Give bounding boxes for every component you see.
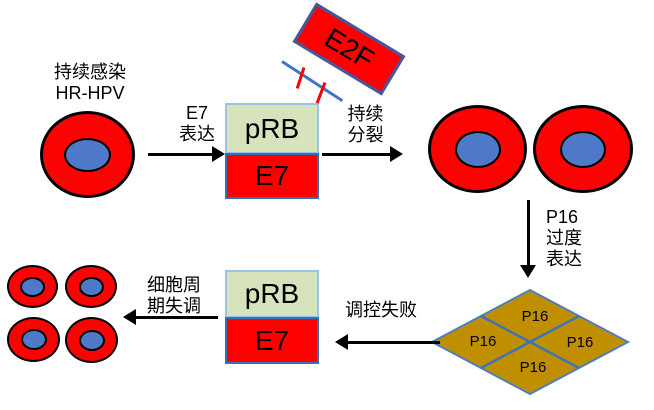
cell-nucleus-icon — [78, 276, 104, 297]
p16-overexpression-label: P16 过度 表达 — [546, 207, 606, 270]
arrow-shaft — [148, 153, 214, 156]
e7-box: E7 — [225, 153, 319, 199]
cell-nucleus-icon — [20, 276, 45, 297]
e7-expression-line2: 表达 — [179, 124, 215, 144]
p16-overexpression-line1: P16 — [546, 207, 579, 227]
dysregulated-cell-icon — [65, 265, 117, 308]
cell-nucleus-icon — [560, 130, 606, 168]
arrow-head-icon — [212, 146, 225, 162]
arrow-shaft — [527, 200, 530, 267]
continuous-division-line1: 持续 — [347, 104, 384, 124]
dysregulated-cell-icon — [7, 317, 60, 362]
continuous-division-label: 持续 分裂 — [333, 104, 398, 146]
p16-label-bottom: P16 — [520, 359, 547, 376]
e7-expression-label: E7 表达 — [165, 103, 229, 145]
arrow-shaft — [346, 341, 440, 344]
arrow-head-icon — [335, 334, 348, 350]
persistent-infection-line1: 持续感染 — [54, 62, 126, 82]
cell-nucleus-icon — [20, 329, 47, 350]
arrow-p16-overexpression — [520, 200, 537, 278]
arrow-regulation-failure — [335, 334, 440, 351]
p16-divider-line — [480, 314, 580, 370]
continuous-division-line2: 分裂 — [347, 125, 384, 145]
cell-nucleus-icon — [454, 130, 501, 168]
regulation-failure-label: 调控失败 — [345, 300, 417, 320]
e7-box: E7 — [225, 317, 319, 364]
p16-overexpression-line3: 表达 — [546, 249, 582, 269]
dividing-cell-icon — [533, 105, 633, 193]
p16-overexpression-line2: 过度 — [546, 228, 582, 248]
arrow-head-icon — [520, 265, 536, 278]
arrow-e7-expression — [148, 146, 225, 163]
prb-e7-complex-1: pRB E7 — [225, 103, 319, 199]
infected-cell-icon — [40, 111, 135, 198]
arrow-shaft — [134, 316, 218, 319]
e7-expression-line1: E7 — [185, 103, 209, 123]
arrow-cell-cycle-dysregulation — [123, 309, 218, 326]
dysregulated-cell-icon — [7, 265, 58, 308]
p16-label-right: P16 — [567, 334, 594, 351]
cell-cycle-dysregulation-line2: 期失调 — [147, 296, 201, 316]
persistent-infection-label: 持续感染 HR-HPV — [25, 62, 155, 104]
p16-label-top: P16 — [522, 308, 549, 325]
prb-box: pRB — [225, 270, 319, 318]
dividing-cell-icon — [428, 105, 527, 193]
arrow-continuous-division — [322, 146, 403, 163]
arrow-head-icon — [390, 146, 403, 162]
cell-nucleus-icon — [64, 137, 111, 172]
persistent-infection-line2: HR-HPV — [55, 83, 125, 103]
cell-cycle-dysregulation-line1: 细胞周 — [147, 275, 201, 295]
cell-cycle-dysregulation-label: 细胞周 期失调 — [139, 275, 209, 317]
cell-nucleus-icon — [78, 329, 105, 351]
prb-e7-complex-2: pRB E7 — [225, 270, 319, 364]
arrow-head-icon — [123, 309, 136, 325]
p16-cluster: P16 P16 P16 P16 — [429, 288, 631, 396]
p16-label-left: P16 — [470, 333, 497, 350]
dysregulated-cell-icon — [65, 317, 118, 363]
prb-box: pRB — [225, 103, 319, 154]
arrow-shaft — [322, 153, 392, 156]
